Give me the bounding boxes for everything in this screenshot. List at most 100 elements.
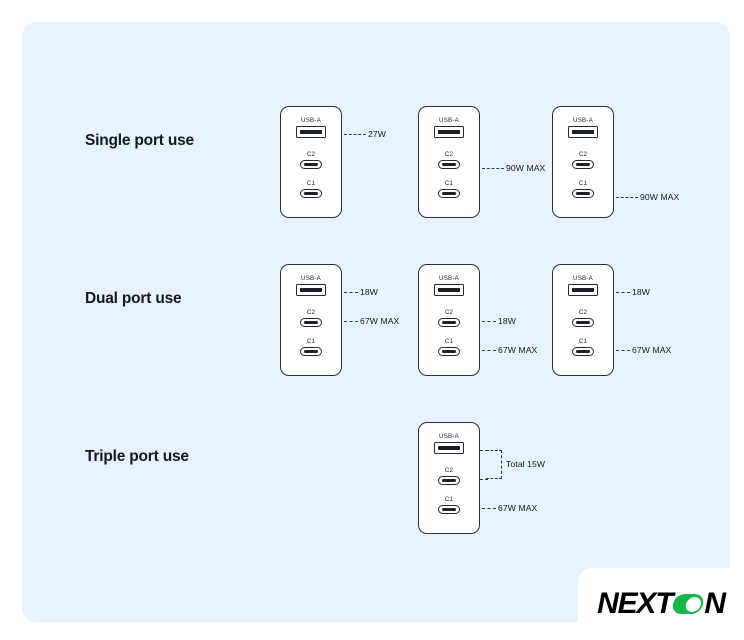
usb-a-port-icon [434,284,464,296]
callout-r2c2-67w: 67W MAX [498,345,538,355]
port-c2: C2 [553,309,613,327]
callout-r1c3-90w: 90W MAX [640,192,680,202]
usb-a-port-icon [568,284,598,296]
port-label-c2: C2 [444,309,454,316]
usb-c-port-icon [300,318,322,327]
usb-c-port-icon [438,505,460,514]
port-c1: C1 [419,338,479,356]
port-c1: C1 [419,496,479,514]
charger-r3c1: USB-A C2 C1 [418,422,480,534]
port-c2: C2 [419,151,479,169]
row-title-dual-port: Dual port use [85,290,182,307]
port-c2: C2 [553,151,613,169]
port-label-c2: C2 [306,151,316,158]
port-label-c2: C2 [578,309,588,316]
bracket-stub-top [480,450,488,451]
usb-c-port-icon [438,476,460,485]
port-usb-a: USB-A [553,275,613,296]
charger-r1c1: USB-A C2 C1 [280,106,342,218]
diagram-panel: Single port use USB-A C2 C1 27W USB-A [22,22,730,622]
charger-r1c2: USB-A C2 C1 [418,106,480,218]
port-label-usb-a: USB-A [439,117,459,124]
port-label-usb-a: USB-A [439,275,459,282]
leader-line-r2c1-b [344,321,358,322]
leader-line-r2c3-b [616,350,630,351]
usb-c-port-icon [300,347,322,356]
port-usb-a: USB-A [553,117,613,138]
port-usb-a: USB-A [419,433,479,454]
usb-c-port-icon [438,160,460,169]
port-c1: C1 [281,180,341,198]
port-label-c2: C2 [306,309,316,316]
usb-a-port-icon [434,442,464,454]
port-usb-a: USB-A [419,275,479,296]
logo-mark: NEXT N [597,587,726,621]
usb-c-port-icon [572,347,594,356]
usb-c-port-icon [572,160,594,169]
port-usb-a: USB-A [281,275,341,296]
row-title-triple-port: Triple port use [85,448,189,465]
port-label-c1: C1 [444,496,454,503]
port-label-c2: C2 [444,151,454,158]
toggle-on-icon [671,594,706,614]
bracket-stub-bottom [480,479,488,480]
leader-line-r2c1-a [344,292,358,293]
port-usb-a: USB-A [419,117,479,138]
usb-a-port-icon [434,126,464,138]
leader-line-r3c1 [482,508,496,509]
charger-r2c2: USB-A C2 C1 [418,264,480,376]
port-label-c1: C1 [444,338,454,345]
port-label-c2: C2 [578,151,588,158]
port-label-usb-a: USB-A [573,117,593,124]
row-title-single-port: Single port use [85,132,194,149]
logo-text-n: N [704,587,726,620]
port-label-c1: C1 [306,338,316,345]
usb-a-port-icon [296,126,326,138]
port-label-usb-a: USB-A [301,117,321,124]
port-c2: C2 [281,309,341,327]
usb-c-port-icon [572,189,594,198]
callout-r2c1-67w: 67W MAX [360,316,400,326]
port-label-usb-a: USB-A [439,433,459,440]
callout-r2c1-18w: 18W [360,287,378,297]
callout-r2c2-18w: 18W [498,316,516,326]
port-label-c1: C1 [444,180,454,187]
usb-c-port-icon [300,160,322,169]
port-c1: C1 [553,180,613,198]
leader-line-r2c2-b [482,350,496,351]
leader-line-r1c1 [344,134,366,135]
usb-c-port-icon [438,318,460,327]
charger-r1c3: USB-A C2 C1 [552,106,614,218]
usb-a-port-icon [296,284,326,296]
port-c1: C1 [553,338,613,356]
usb-c-port-icon [438,347,460,356]
leader-line-r1c3 [616,197,638,198]
usb-a-port-icon [568,126,598,138]
callout-r3c1-total: Total 15W [506,459,546,469]
callout-r1c1-27w: 27W [368,129,386,139]
port-c1: C1 [281,338,341,356]
port-usb-a: USB-A [281,117,341,138]
logo-text-next: NEXT [597,587,673,620]
usb-c-port-icon [438,189,460,198]
port-label-usb-a: USB-A [573,275,593,282]
bracket-total-15w [486,450,502,479]
usb-c-port-icon [572,318,594,327]
port-label-c1: C1 [578,180,588,187]
leader-line-r2c2-a [482,321,496,322]
callout-r2c3-18w: 18W [632,287,650,297]
leader-line-r1c2 [482,168,504,169]
callout-r2c3-67w: 67W MAX [632,345,672,355]
usb-c-port-icon [300,189,322,198]
port-c2: C2 [419,309,479,327]
brand-logo: NEXT N [578,568,744,640]
port-label-c1: C1 [578,338,588,345]
charger-r2c1: USB-A C2 C1 [280,264,342,376]
callout-r1c2-90w: 90W MAX [506,163,546,173]
port-label-c1: C1 [306,180,316,187]
charger-r2c3: USB-A C2 C1 [552,264,614,376]
port-c2: C2 [281,151,341,169]
leader-line-r2c3-a [616,292,630,293]
port-c1: C1 [419,180,479,198]
